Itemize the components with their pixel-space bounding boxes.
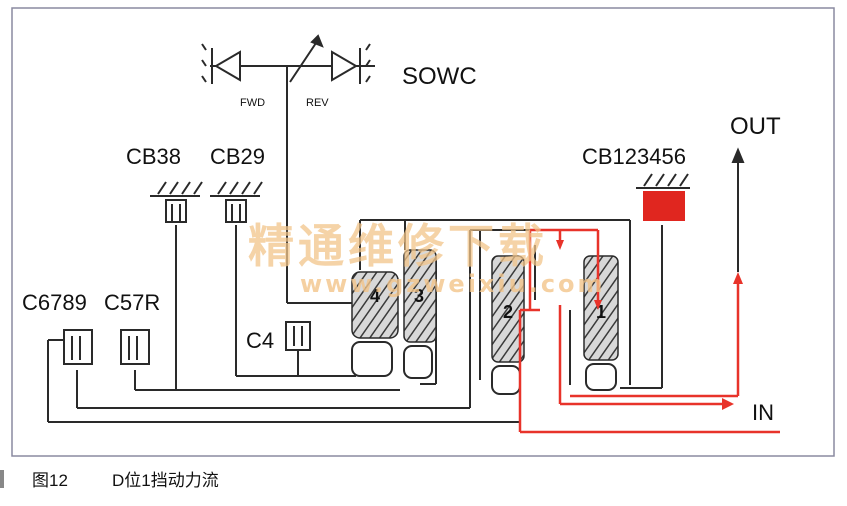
watermark-url: www.gzweixiu.com: [300, 270, 606, 298]
label-c4: C4: [246, 328, 274, 353]
diagram-frame: [11, 7, 835, 457]
label-in: IN: [752, 400, 774, 425]
power-flow-arrows: [556, 240, 743, 410]
rev-diode-icon: [331, 50, 358, 82]
label-sowc: SOWC: [402, 63, 477, 90]
gear-label-2: 2: [503, 302, 513, 322]
clutch-c57r: [120, 329, 150, 365]
brake-cb38: [150, 181, 203, 223]
clutch-c4: [285, 321, 311, 351]
engaged-brake-indicator: [643, 191, 685, 221]
adjust-arrow-icon: [310, 34, 324, 48]
output-shaft: [731, 147, 745, 272]
gear-set-3: [403, 249, 437, 379]
gear-label-3: 3: [414, 286, 424, 306]
caption-number: 图12: [32, 471, 68, 490]
gear-set-1: [583, 255, 619, 391]
caption-text: D位1挡动力流: [112, 471, 219, 490]
label-rev: REV: [306, 97, 329, 109]
gear-set-4: [351, 271, 399, 377]
clutch-c6789: [63, 329, 93, 365]
label-cb38: CB38: [126, 144, 181, 169]
label-c57r: C57R: [104, 290, 160, 315]
gear-label-4: 4: [370, 286, 380, 306]
label-cb29: CB29: [210, 144, 265, 169]
label-cb123456: CB123456: [582, 144, 686, 169]
label-out: OUT: [730, 113, 781, 140]
watermark-title: 精通维修下载: [248, 219, 548, 273]
gear-label-1: 1: [596, 302, 606, 322]
caption-marker: [0, 470, 4, 488]
brake-cb29: [210, 181, 263, 223]
fwd-diode-icon: [214, 50, 241, 82]
power-flow-path: [518, 228, 780, 434]
label-c6789: C6789: [22, 290, 87, 315]
label-fwd: FWD: [240, 97, 265, 109]
sowc-clutch: [201, 34, 371, 84]
brake-cb123456: [636, 173, 690, 221]
